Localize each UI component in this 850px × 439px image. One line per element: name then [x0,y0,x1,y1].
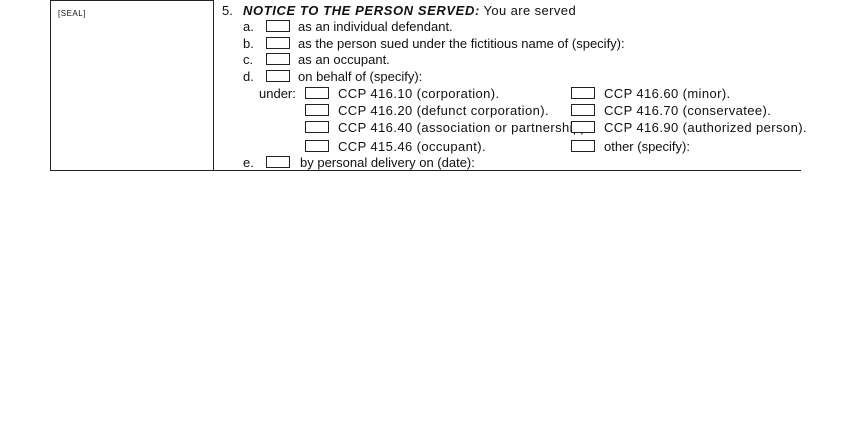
ccp-416-40-label: CCP 416.40 (association or partnership). [338,120,590,135]
option-a-letter: a. [243,19,254,34]
option-a-label: as an individual defendant. [298,19,453,34]
ccp-416-60-label: CCP 416.60 (minor). [604,86,731,101]
ccp-415-46-label: CCP 415.46 (occupant). [338,139,487,154]
checkbox-occupant[interactable] [266,53,290,65]
option-b-label: as the person sued under the fictitious … [298,36,625,51]
ccp-416-70-label: CCP 416.70 (conservatee). [604,103,772,118]
option-e-label: by personal delivery on (date): [300,155,475,170]
checkbox-ccp-416-40[interactable] [305,121,329,133]
notice-heading: NOTICE TO THE PERSON SERVED: You are ser… [243,3,576,18]
option-e-letter: e. [243,155,254,170]
section-bottom-rule [50,170,801,171]
checkbox-on-behalf-of[interactable] [266,70,290,82]
option-d-letter: d. [243,69,254,84]
checkbox-ccp-415-46[interactable] [305,140,329,152]
ccp-416-10-label: CCP 416.10 (corporation). [338,86,500,101]
checkbox-ccp-416-60[interactable] [571,87,595,99]
checkbox-fictitious-name[interactable] [266,37,290,49]
checkbox-ccp-416-20[interactable] [305,104,329,116]
checkbox-personal-delivery[interactable] [266,156,290,168]
under-label: under: [259,86,296,101]
ccp-416-90-label: CCP 416.90 (authorized person). [604,120,807,135]
option-b-letter: b. [243,36,254,51]
notice-title: NOTICE TO THE PERSON SERVED: [243,3,480,18]
checkbox-ccp-416-10[interactable] [305,87,329,99]
seal-label-text: SEAL [60,9,84,18]
option-d-label: on behalf of (specify): [298,69,423,84]
notice-title-suffix: You are served [483,3,577,18]
checkbox-individual-defendant[interactable] [266,20,290,32]
checkbox-other-specify[interactable] [571,140,595,152]
seal-box [50,0,214,170]
section-number: 5. [222,3,233,18]
checkbox-ccp-416-70[interactable] [571,104,595,116]
option-c-letter: c. [243,52,254,67]
checkbox-ccp-416-90[interactable] [571,121,595,133]
option-c-label: as an occupant. [298,52,390,67]
ccp-416-20-label: CCP 416.20 (defunct corporation). [338,103,549,118]
other-specify-label: other (specify): [604,139,690,154]
seal-label: [SEAL] [58,9,86,18]
